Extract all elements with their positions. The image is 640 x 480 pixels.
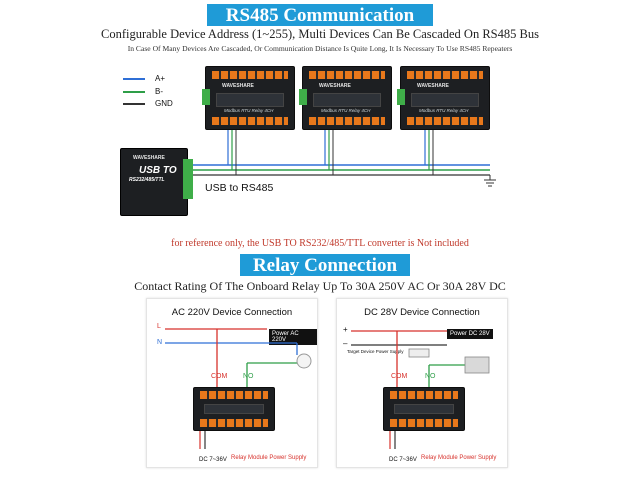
- target-supply-label: Target Device Power Supply: [347, 349, 404, 354]
- module-logo: WAVESHARE: [417, 83, 449, 89]
- relay-module-1: WAVESHARE Modbus RTU Relay 4CH: [202, 66, 295, 130]
- dc-no-label: NO: [425, 373, 436, 380]
- ac-panel-title: AC 220V Device Connection: [171, 307, 293, 318]
- converter-line2: RS232/485/TTL: [129, 177, 165, 183]
- rs485-subtitle: Configurable Device Address (1~255), Mul…: [101, 27, 539, 41]
- ac-module-supply-label: Relay Module Power Supply: [231, 455, 307, 461]
- dc-relay-module: [383, 387, 465, 431]
- rs485-title-banner: RS485 Communication: [207, 4, 433, 26]
- ac-supply-box: Power AC 220V: [269, 329, 317, 345]
- legend-b-label: B-: [155, 87, 163, 96]
- converter-line1: USB TO: [139, 165, 177, 176]
- relay-rating-subtitle: Contact Rating Of The Onboard Relay Up T…: [134, 279, 506, 293]
- dc-plus-label: +: [343, 325, 348, 334]
- rs485-repeater-note: In Case Of Many Devices Are Cascaded, Or…: [127, 44, 513, 53]
- dc-minus-label: –: [343, 339, 348, 348]
- usb-to-rs485-converter: WAVESHARE USB TO RS232/485/TTL: [120, 148, 193, 216]
- ac-no-label: NO: [243, 373, 254, 380]
- relay-module-3: WAVESHARE Modbus RTU Relay 4CH: [397, 66, 490, 130]
- module-label: Modbus RTU Relay 4CH: [224, 108, 274, 113]
- dc-supply-box: Power DC 28V: [447, 329, 493, 339]
- ac-dc-input-label: DC 7~36V: [199, 457, 227, 463]
- line-n-label: N: [157, 339, 163, 346]
- legend-a-label: A+: [155, 74, 166, 83]
- legend-gnd-line: [123, 103, 145, 105]
- ac-com-label: COM: [211, 373, 228, 380]
- module-logo: WAVESHARE: [319, 83, 351, 89]
- line-l-label: L: [157, 323, 161, 330]
- ac-relay-module: [193, 387, 275, 431]
- relay-connection-banner: Relay Connection: [240, 254, 410, 276]
- legend-gnd-label: GND: [155, 99, 173, 108]
- dc-connection-panel: DC 28V Device Connection Power DC 28V + …: [336, 298, 508, 468]
- dc-com-label: COM: [391, 373, 408, 380]
- reference-note: for reference only, the USB TO RS232/485…: [171, 238, 469, 249]
- relay-module-2: WAVESHARE Modbus RTU Relay 4CH: [299, 66, 392, 130]
- dc-wiring: [351, 330, 490, 449]
- legend-b-line: [123, 91, 145, 93]
- dc-panel-title: DC 28V Device Connection: [364, 307, 480, 318]
- module-logo: WAVESHARE: [222, 83, 254, 89]
- module-label: Modbus RTU Relay 4CH: [321, 108, 371, 113]
- converter-logo: WAVESHARE: [133, 155, 165, 161]
- ac-wiring: [165, 328, 312, 449]
- dc-module-supply-label: Relay Module Power Supply: [421, 455, 497, 461]
- usb-to-rs485-label: USB to RS485: [205, 182, 274, 194]
- legend-a-line: [123, 78, 145, 80]
- dc-dc-input-label: DC 7~36V: [389, 457, 417, 463]
- ac-connection-panel: AC 220V Device Connection Power AC 220V …: [146, 298, 318, 468]
- module-label: Modbus RTU Relay 4CH: [419, 108, 469, 113]
